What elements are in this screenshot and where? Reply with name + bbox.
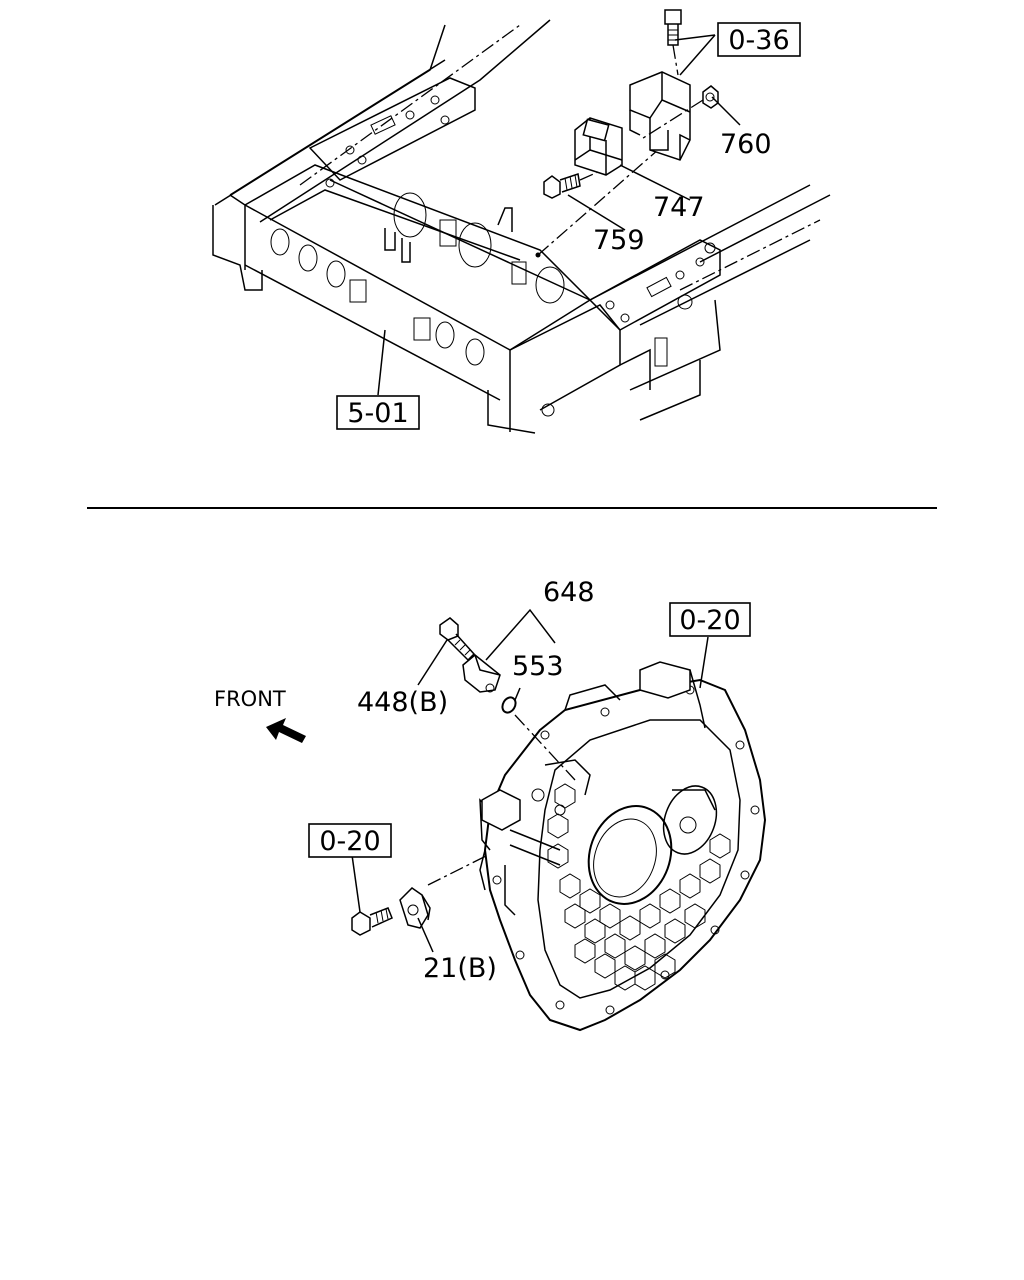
bottom-leader-lines [351,608,709,953]
callout-0-20-left: 0-20 [308,823,392,858]
callout-0-36-text: 0-36 [728,25,789,56]
part-759-label: 759 [593,225,645,256]
flywheel-housing-drawing [479,661,767,1032]
callout-0-20-left-text: 0-20 [319,826,380,857]
part-747-label: 747 [653,192,705,223]
part-760-label: 760 [720,129,772,160]
nut-760-drawing [639,85,719,141]
frame-crossmember-drawing [212,19,831,434]
bolt-448b-drawing [439,617,476,662]
front-label: FRONT [214,687,286,711]
part-21b-label: 21(B) [423,953,497,984]
top-leader-lines [377,34,741,396]
part-553-label: 553 [512,651,564,682]
callout-5-01: 5-01 [336,395,420,430]
callout-0-36: 0-36 [717,22,801,57]
oring-553-drawing [501,696,517,714]
bracket-0-36-drawing [629,71,691,161]
bracket-747-drawing [574,117,623,176]
plate-21b-drawing [399,854,489,929]
callout-5-01-text: 5-01 [347,398,408,429]
callout-0-20-top-text: 0-20 [679,605,740,636]
bolt-759-drawing [543,171,599,199]
bolt-0-20-left-drawing [351,907,393,936]
sensor-648-drawing [462,654,501,693]
sensor-dash-line [514,714,576,781]
bolt-0-36-drawing [664,9,682,76]
part-448b-label: 448(B) [357,687,448,718]
part-648-label: 648 [543,577,595,608]
callout-0-20-top: 0-20 [669,602,751,637]
front-arrow-icon [266,718,306,743]
